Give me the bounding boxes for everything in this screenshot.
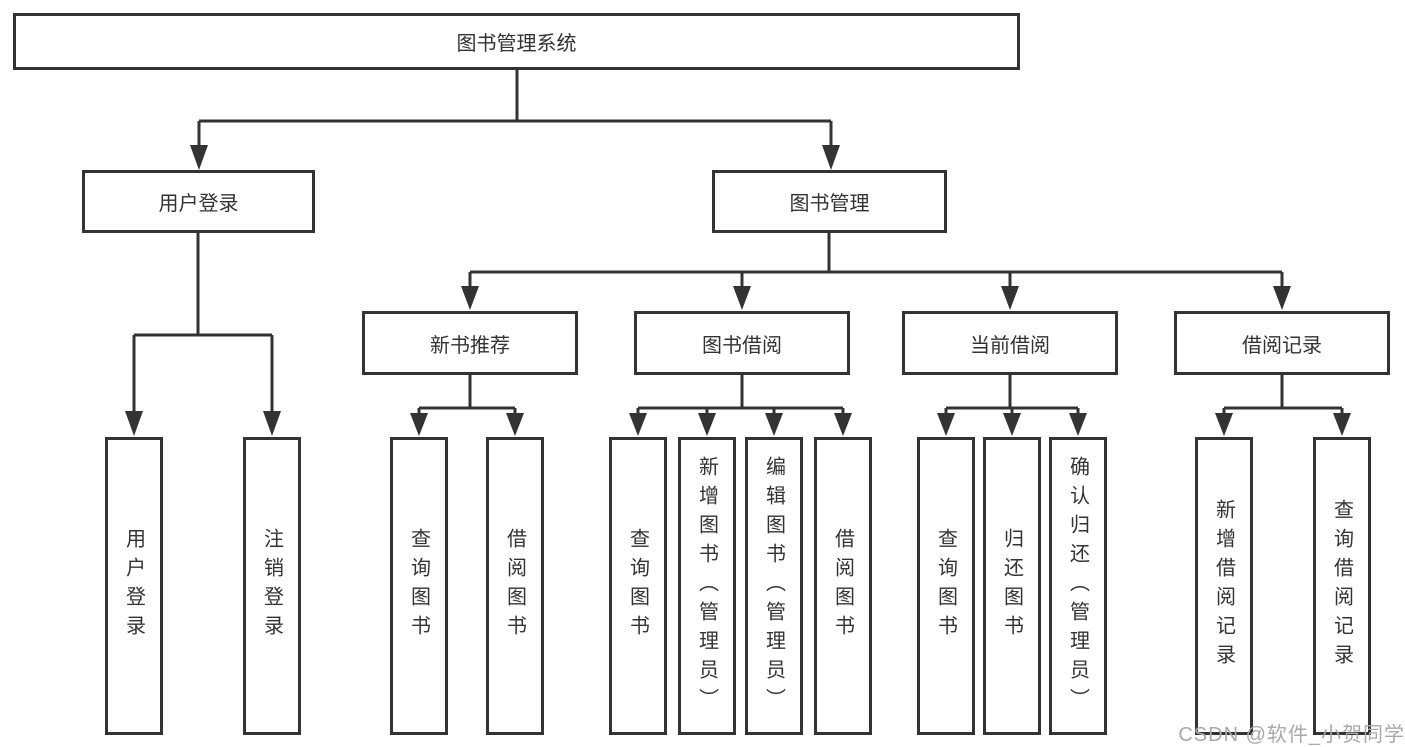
leaf-borrow-books-1: 借阅图书 (486, 437, 544, 735)
node-new-book-recommend: 新书推荐 (362, 311, 578, 375)
leaf-add-borrow-record: 新增借阅记录 (1195, 437, 1253, 735)
leaf-user-login: 用户登录 (105, 437, 163, 735)
leaf-borrow-books-2: 借阅图书 (814, 437, 872, 735)
leaf-query-books-1: 查询图书 (390, 437, 448, 735)
leaf-confirm-return-admin: 确认归还（管理员） (1049, 437, 1107, 735)
node-current-borrow: 当前借阅 (902, 311, 1118, 375)
node-book-management: 图书管理 (712, 170, 947, 233)
leaf-add-book-admin: 新增图书（管理员） (678, 437, 736, 735)
watermark: CSDN @软件_小贺同学 (1178, 724, 1405, 746)
node-system-root: 图书管理系统 (13, 13, 1020, 70)
leaf-logout: 注销登录 (243, 437, 301, 735)
node-borrow-records: 借阅记录 (1174, 311, 1390, 375)
leaf-edit-book-admin: 编辑图书（管理员） (745, 437, 803, 735)
node-book-borrow: 图书借阅 (634, 311, 850, 375)
node-user-login: 用户登录 (82, 170, 315, 233)
leaf-return-book: 归还图书 (983, 437, 1041, 735)
arrowheads (125, 145, 1351, 436)
leaf-query-books-2: 查询图书 (609, 437, 667, 735)
leaf-query-borrow-record: 查询借阅记录 (1313, 437, 1371, 735)
leaf-query-books-3: 查询图书 (917, 437, 975, 735)
